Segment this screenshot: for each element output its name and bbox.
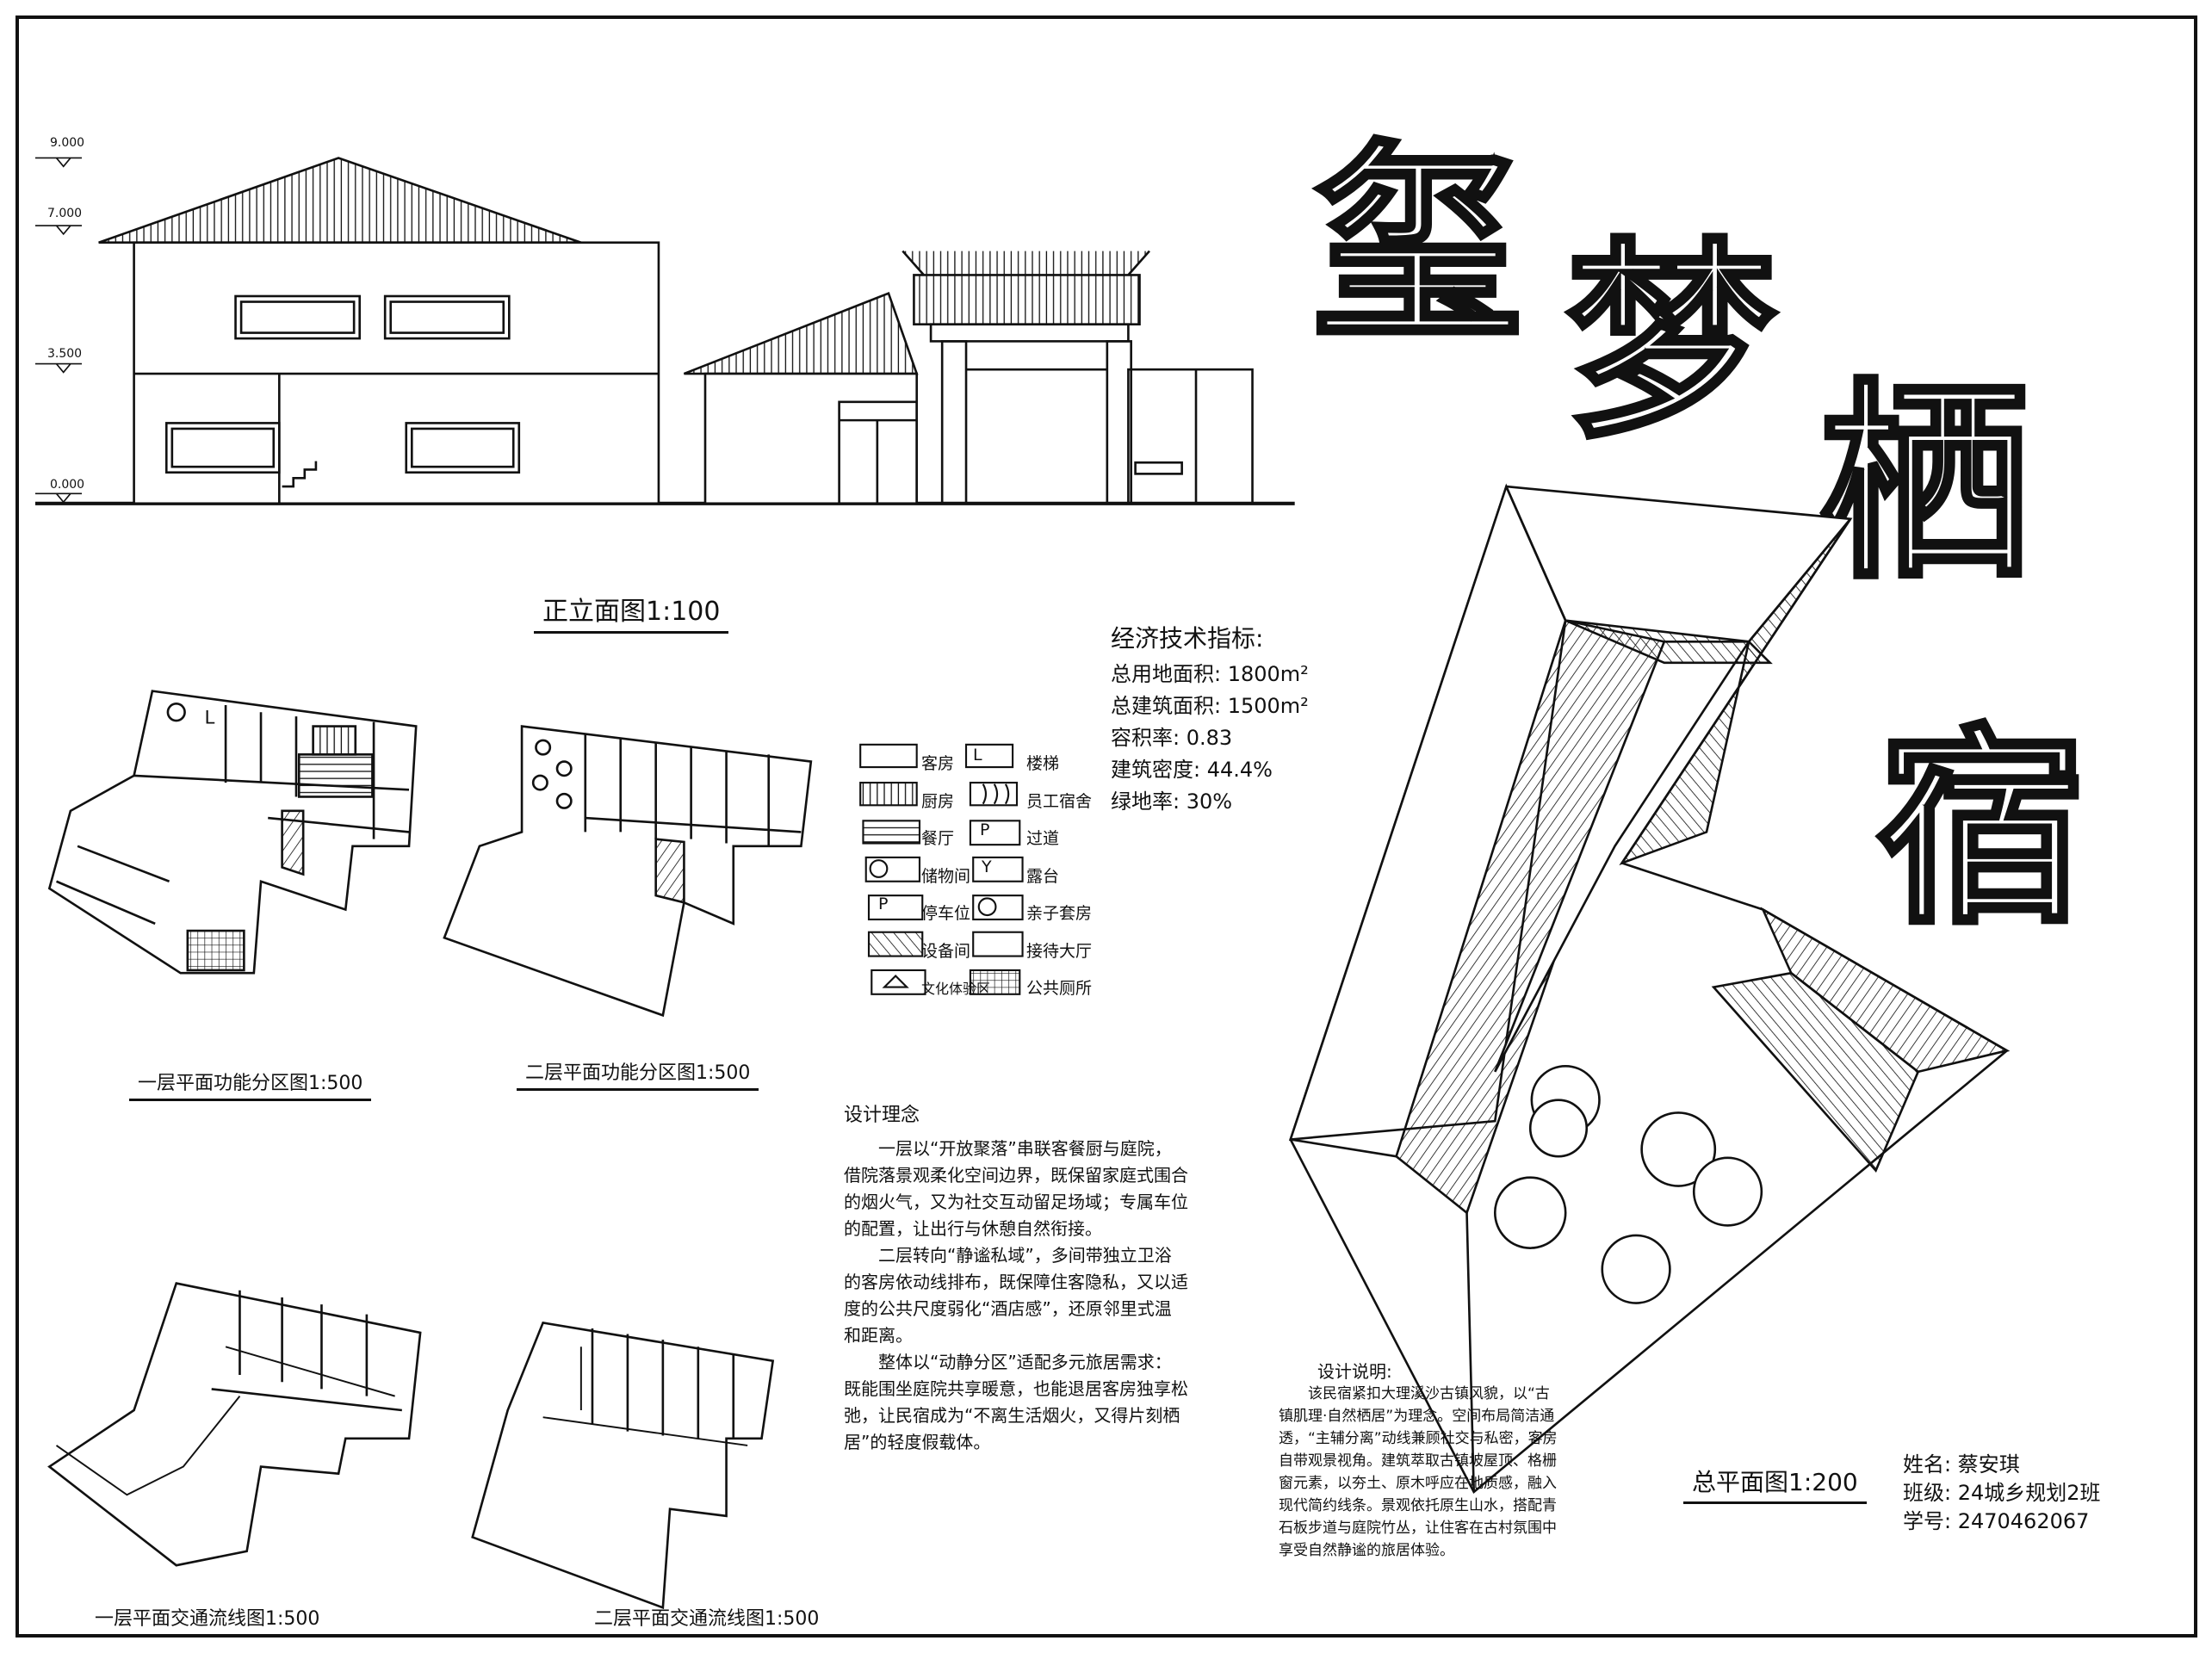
level-label: 3.500 (47, 347, 83, 361)
parking-symbol: P (878, 895, 889, 913)
legend-label: 客房 (921, 754, 955, 773)
indicators-heading: 经济技术指标: (1111, 624, 1264, 653)
indicator-density: 建筑密度: 44.4% (1111, 758, 1273, 782)
legend-label: 公共厕所 (1026, 979, 1093, 998)
terrace-symbol: Y (982, 857, 992, 876)
reception-legend-icon (972, 931, 1024, 957)
corridor-legend-icon (969, 820, 1021, 846)
legend-label: 餐厅 (921, 829, 955, 848)
legend-left-labels: 客房 厨房 餐厅 储物间 停车位 设备间 文化体验区 (921, 746, 990, 1008)
tree-icons (1493, 1065, 1763, 1304)
guest-room-legend-icon (859, 743, 918, 769)
description-heading: 设计说明: (1317, 1361, 1392, 1382)
project-title: 玺 梦 栖 宿 (1310, 116, 2090, 955)
front-elevation (34, 157, 1295, 505)
legend-label: 过道 (1026, 829, 1060, 848)
indicator-green-ratio: 绿地率: 30% (1111, 789, 1233, 814)
corridor-symbol: P (980, 820, 990, 839)
author-class: 班级: 24城乡规划2班 (1903, 1481, 2101, 1505)
level-label: 9.000 (50, 136, 85, 150)
concept-paragraph: 二层转向“静谧私域”，多间带独立卫浴的客房依动线排布，既保障住客隐私，又以适度的… (844, 1245, 1188, 1346)
floor1-function-plan: L (47, 690, 418, 975)
author-info: 姓名: 蔡安琪 班级: 24城乡规划2班 学号: 2470462067 (1903, 1451, 2101, 1536)
legend-label: 设备间 (921, 941, 971, 961)
title-char: 栖 (1819, 358, 2031, 607)
indicators-list: 总用地面积: 1800m² 总建筑面积: 1500m² 容积率: 0.83 建筑… (1111, 659, 1309, 818)
legend-right-labels: 楼梯 员工宿舍 过道 露台 亲子套房 接待大厅 公共厕所 (1026, 746, 1092, 1008)
stair-symbol: L (973, 746, 982, 765)
elevation-caption: 正立面图1:100 (534, 590, 729, 634)
svg-text:L: L (205, 707, 215, 728)
title-char: 宿 (1876, 703, 2088, 952)
description-paragraph: 该民宿紧扣大理溪沙古镇风貌，以“古镇肌理·自然栖居”为理念。空间布局简洁通透，“… (1279, 1385, 1558, 1559)
title-char: 玺 (1311, 119, 1523, 368)
design-description: 设计说明: 该民宿紧扣大理溪沙古镇风貌，以“古镇肌理·自然栖居”为理念。空间布局… (1279, 1360, 1558, 1562)
site-plan-caption: 总平面图1:200 (1683, 1464, 1867, 1504)
concept-heading: 设计理念 (844, 1105, 920, 1126)
floor1-circulation-caption: 一层平面交通流线图1:500 (86, 1603, 329, 1637)
floor1-circulation-plan (47, 1282, 422, 1567)
legend-label: 露台 (1026, 866, 1060, 886)
author-name: 姓名: 蔡安琪 (1903, 1452, 2020, 1477)
parking-legend-icon (867, 895, 924, 921)
author-id: 学号: 2470462067 (1903, 1509, 2090, 1533)
level-label: 0.000 (50, 478, 85, 492)
culture-area-legend-icon (882, 974, 909, 988)
floor1-function-caption: 一层平面功能分区图1:500 (129, 1068, 372, 1101)
storage-legend-icon (869, 859, 889, 878)
legend-label: 亲子套房 (1026, 904, 1093, 923)
sheet-border (15, 15, 2197, 1638)
legend-label: 储物间 (921, 866, 971, 886)
floor2-function-plan (443, 725, 813, 1018)
concept-paragraph: 一层以“开放聚落”串联客餐厨与庭院，借院落景观柔化空间边界，既保留家庭式围合的烟… (844, 1138, 1188, 1239)
site-plan (1288, 483, 2011, 1495)
title-char: 梦 (1565, 217, 1777, 466)
floor2-circulation-plan (471, 1321, 775, 1610)
staff-dorm-legend-icon (969, 782, 1019, 807)
legend-label: 厨房 (921, 791, 955, 811)
family-suite-legend-icon (977, 897, 997, 917)
legend-label: 接待大厅 (1026, 941, 1093, 961)
floor2-circulation-caption: 二层平面交通流线图1:500 (586, 1603, 828, 1637)
level-label: 7.000 (47, 207, 83, 220)
legend-icons (859, 743, 1024, 995)
legend-label: 员工宿舍 (1026, 791, 1093, 811)
floor2-function-caption: 二层平面功能分区图1:500 (517, 1057, 759, 1091)
stair-legend-icon (964, 743, 1014, 769)
design-concept: 设计理念 一层以“开放聚落”串联客餐厨与庭院，借院落景观柔化空间边界，既保留家庭… (844, 1102, 1188, 1456)
indicator-floor-area: 总建筑面积: 1500m² (1111, 694, 1309, 718)
dining-legend-icon (862, 820, 921, 845)
indicator-far: 容积率: 0.83 (1111, 726, 1233, 750)
equipment-legend-icon (867, 931, 924, 957)
kitchen-legend-icon (859, 782, 918, 807)
legend-label: 停车位 (921, 904, 971, 923)
indicator-site-area: 总用地面积: 1800m² (1111, 662, 1309, 686)
terrace-legend-icon (972, 856, 1024, 882)
legend-label: 楼梯 (1026, 754, 1060, 773)
public-toilet-legend-icon (969, 969, 1021, 995)
legend-label: 文化体验区 (921, 981, 991, 997)
concept-paragraph: 整体以“动静分区”适配多元旅居需求：既能围坐庭院共享暖意，也能退居客房独享松弛，… (844, 1352, 1188, 1452)
